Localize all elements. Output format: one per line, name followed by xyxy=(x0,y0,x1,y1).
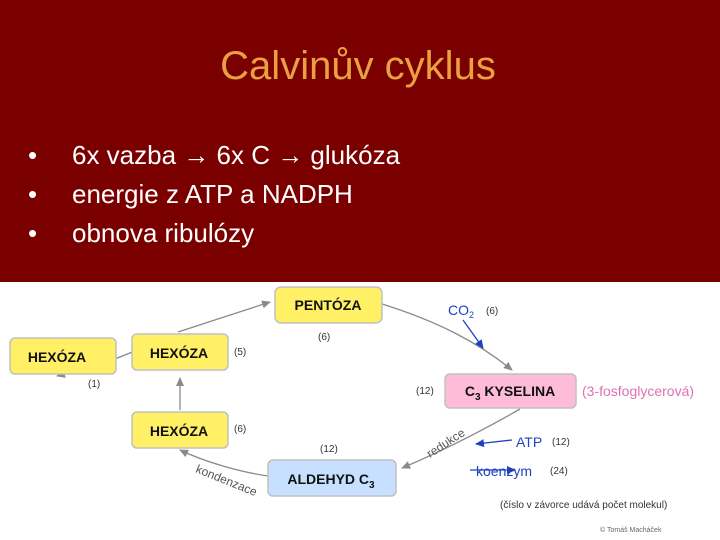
bullet-text: energie z ATP a NADPH xyxy=(72,179,353,209)
cycle-svg: PENTÓZA HEXÓZA HEXÓZA HEXÓZA C3 KYSELINA… xyxy=(9,286,694,534)
aldehyd-label: ALDEHYD C3 xyxy=(287,471,375,491)
c3-kyselina-box xyxy=(444,373,577,409)
hexoza-left-label: HEXÓZA xyxy=(28,348,86,365)
calvin-cycle-diagram: PENTÓZA HEXÓZA HEXÓZA HEXÓZA C3 KYSELINA… xyxy=(0,282,720,540)
count-5: (5) xyxy=(234,347,246,358)
bullet-text: 6x vazba → 6x C → glukóza xyxy=(72,140,401,170)
count-6-left: (6) xyxy=(234,424,246,435)
arrow-pentoza-to-c3 xyxy=(381,303,513,371)
bullet-item: • 6x vazba → 6x C → glukóza xyxy=(28,136,400,175)
pentoza-label: PENTÓZA xyxy=(295,296,362,313)
bullet-marker: • xyxy=(28,179,38,209)
bullet-list: • 6x vazba → 6x C → glukóza • energie z … xyxy=(28,136,400,253)
bullet-marker: • xyxy=(28,218,38,248)
bullet-text: obnova ribulózy xyxy=(72,218,255,248)
aldehyd-sub: 3 xyxy=(369,480,375,491)
co2-main: CO xyxy=(448,302,469,318)
count-6-top: (6) xyxy=(318,332,330,343)
count-12-atp: (12) xyxy=(552,437,570,448)
hexoza-top-box xyxy=(131,333,229,371)
aldehyd-box xyxy=(267,459,397,497)
credit-label: © Tomáš Macháček xyxy=(600,526,662,534)
arrow-co2 xyxy=(462,319,484,349)
c3-sub: 3 xyxy=(475,392,481,403)
hexoza-top-label: HEXÓZA xyxy=(150,344,208,361)
fosfoglycerova-label: (3-fosfoglycerová) xyxy=(582,383,694,399)
co2-sub: 2 xyxy=(469,310,474,320)
co2-label: CO2 xyxy=(448,302,474,320)
arrow-hexoza-to-pentoza xyxy=(177,300,271,333)
slide-title: Calvinův cyklus xyxy=(220,44,496,88)
c3-suffix: KYSELINA xyxy=(481,383,556,399)
aldehyd-prefix: ALDEHYD C xyxy=(287,471,369,487)
count-24: (24) xyxy=(550,466,568,477)
arrow-atp xyxy=(475,439,513,448)
count-12-left: (12) xyxy=(416,386,434,397)
arrow-aldehyd-to-hexoza xyxy=(179,449,269,477)
atp-label: ATP xyxy=(516,434,542,450)
count-1: (1) xyxy=(88,379,100,390)
redukce-label: redukce xyxy=(424,425,468,460)
count-6-co2: (6) xyxy=(486,306,498,317)
bullet-marker: • xyxy=(28,140,38,170)
bullet-item: • energie z ATP a NADPH xyxy=(28,175,400,214)
count-12-bottom: (12) xyxy=(320,444,338,455)
hexoza-left-box xyxy=(9,337,117,375)
koenzym-label: koenzym xyxy=(476,463,532,479)
pentoza-box xyxy=(274,286,383,324)
c3-kyselina-label: C3 KYSELINA xyxy=(465,383,555,403)
hexoza-bottom-box xyxy=(131,411,229,449)
legend-note: (číslo v závorce udává počet molekul) xyxy=(500,500,667,511)
bullet-item: • obnova ribulózy xyxy=(28,214,400,253)
c3-prefix: C xyxy=(465,383,475,399)
hexoza-bottom-label: HEXÓZA xyxy=(150,422,208,439)
arrow-c3-to-aldehyd xyxy=(401,408,521,469)
